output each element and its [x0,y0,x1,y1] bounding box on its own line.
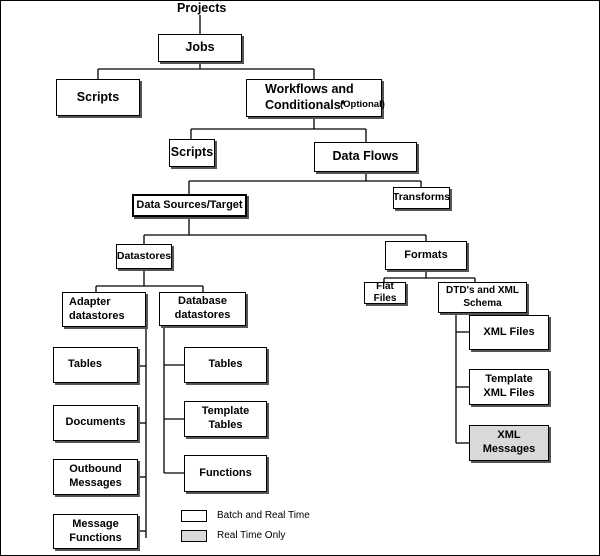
workflows-label: Workflows and Conditionals* [265,82,354,112]
legend-label-batch-and-real-time: Batch and Real Time [217,510,310,521]
xml-messages-node: XML Messages [469,425,549,461]
legend-swatch-batch-and-real-time [181,510,207,522]
functions-node: Functions [184,455,267,492]
legend-swatch-real-time-only [181,530,207,542]
data-sources-target-node: Data Sources/Target [132,194,247,217]
flat-files-node: Flat Files [364,281,406,304]
data-flows-node: Data Flows [314,142,417,172]
documents-node: Documents [53,405,138,441]
legend-label-real-time-only: Real Time Only [217,530,286,541]
template-tables-node: Template Tables [184,401,267,437]
workflows-node: Workflows and Conditionals* [246,79,382,117]
transforms-node: Transforms [393,187,450,209]
scripts-node-top: Scripts [56,79,140,116]
template-xml-files-node: Template XML Files [469,369,549,405]
dtd-xml-schema-node: DTD's and XML Schema [438,282,527,313]
formats-node: Formats [385,241,467,270]
scripts-node-mid: Scripts [169,139,215,167]
db-tables-node: Tables [184,347,267,383]
datastores-node: Datastores [116,244,172,269]
optional-label: (Optional) [340,99,385,110]
adapter-datastores-node: Adapter datastores [62,292,146,327]
outbound-messages-node: Outbound Messages [53,459,138,495]
message-functions-node: Message Functions [53,514,138,549]
adapter-tables-node: Tables [53,347,138,383]
jobs-node: Jobs [158,34,242,62]
xml-files-node: XML Files [469,315,549,350]
projects-label: Projects [177,1,227,15]
database-datastores-node: Database datastores [159,292,246,326]
